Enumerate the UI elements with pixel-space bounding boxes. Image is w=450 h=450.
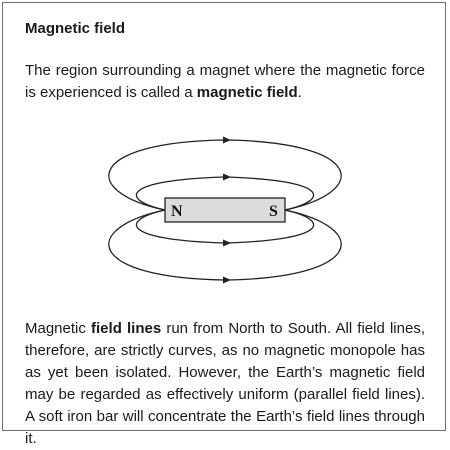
bar-magnet xyxy=(164,197,286,223)
field-lines-paragraph: Magnetic field lines run from North to S… xyxy=(25,318,425,450)
magnet-field-diagram: N S xyxy=(108,136,342,284)
intro-text-end: . xyxy=(297,84,302,101)
section-title: Magnetic field xyxy=(25,20,126,37)
body-text-end: run from North to South. All field lines… xyxy=(25,320,425,447)
arrow-outer-bottom xyxy=(223,276,231,284)
intro-text-start: The region surrounding a magnet where th… xyxy=(25,62,425,101)
intro-paragraph: The region surrounding a magnet where th… xyxy=(25,60,425,104)
south-pole-label: S xyxy=(269,203,278,220)
field-arrows xyxy=(223,136,231,284)
arrow-outer-top xyxy=(223,136,231,144)
arrow-inner-top xyxy=(223,173,231,181)
page-border xyxy=(2,2,446,431)
north-pole-label: N xyxy=(171,203,183,220)
intro-term: magnetic field xyxy=(196,84,298,101)
body-text-start: Magnetic xyxy=(25,320,92,337)
arrow-inner-bottom xyxy=(223,239,231,247)
body-term: field lines xyxy=(91,320,162,337)
